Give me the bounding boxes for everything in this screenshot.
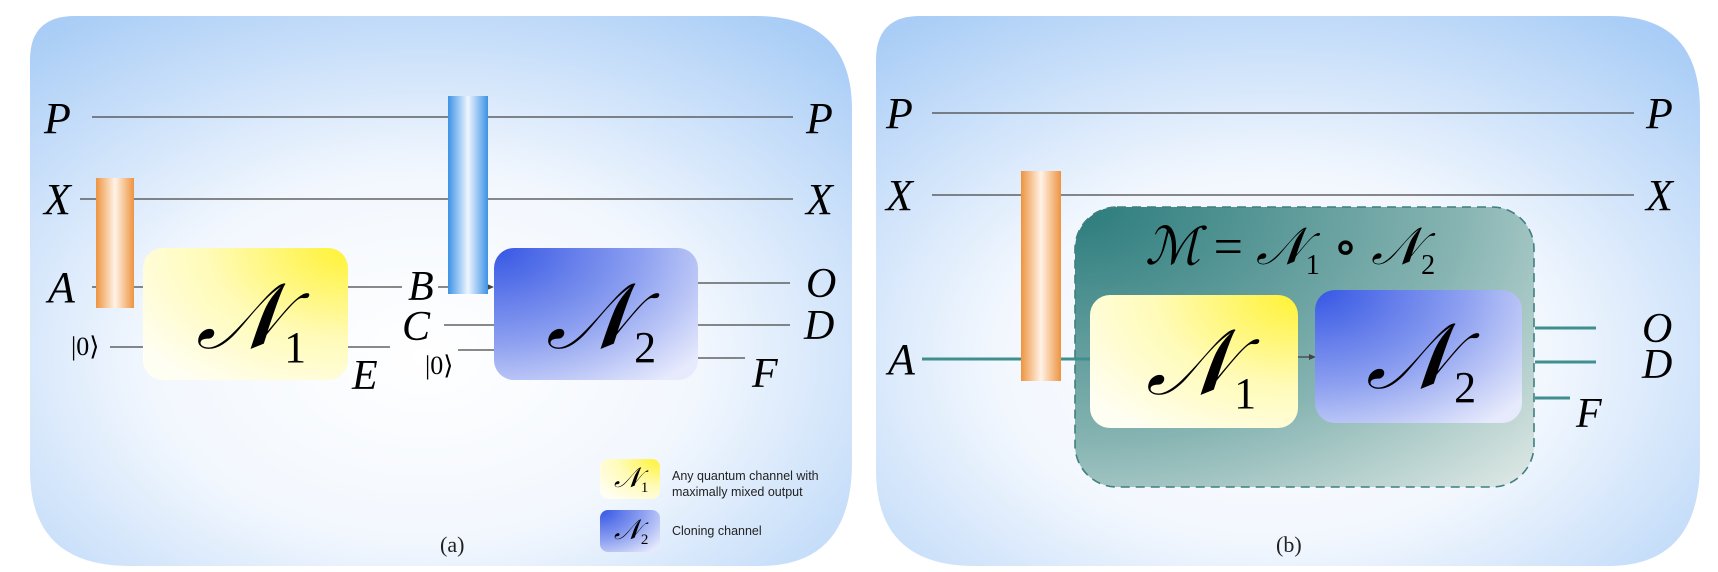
channel-n1-subscript: 1: [284, 323, 306, 372]
arrowhead-n1-n2: [1309, 354, 1316, 360]
panel-a: 𝒩1 𝒩2 P X A |0⟩ B C |0⟩ E P X O D F 𝒩1 A…: [30, 16, 852, 566]
label-d: D: [803, 303, 834, 349]
legend-n1-line2: maximally mixed output: [672, 485, 803, 499]
orange-gate: [1021, 171, 1061, 381]
blue-gate: [448, 96, 488, 294]
label-x-right: X: [1644, 171, 1675, 220]
legend: 𝒩1 Any quantum channel with maximally mi…: [600, 459, 819, 552]
label-a-left: A: [45, 263, 76, 312]
label-b: B: [408, 264, 434, 310]
legend-n2-line1: Cloning channel: [672, 524, 762, 538]
legend-n1-swatch: [600, 459, 660, 499]
composition-eq: =: [1201, 219, 1256, 276]
label-x-right: X: [804, 175, 835, 224]
label-o: O: [806, 261, 836, 307]
label-f: F: [1575, 391, 1602, 437]
channel-n1-box: [143, 248, 348, 380]
panel-a-background: [30, 16, 852, 566]
label-e: E: [351, 353, 378, 399]
channel-n2-box: [1315, 290, 1522, 423]
label-ket2: |0⟩: [425, 351, 453, 380]
label-d: D: [1641, 342, 1672, 388]
composition-n2-sub: 2: [1421, 250, 1435, 281]
panel-b: ℳ = 𝒩1 ∘ 𝒩2 𝒩1 𝒩2 P X A P X O D F (b): [876, 16, 1700, 566]
label-c: C: [402, 304, 431, 350]
composition-m: ℳ: [1145, 219, 1207, 276]
caption-b: (b): [1276, 532, 1302, 557]
legend-n2-swatch: [600, 510, 660, 552]
label-p-right: P: [805, 94, 833, 143]
label-p-right: P: [1645, 89, 1673, 138]
channel-n2-subscript: 2: [634, 323, 656, 372]
legend-n1-line1: Any quantum channel with: [672, 469, 819, 483]
composition-n1-sub: 1: [1306, 250, 1320, 281]
label-p-left: P: [43, 94, 71, 143]
label-o: O: [1642, 306, 1672, 352]
label-x-left: X: [884, 171, 915, 220]
caption-a: (a): [440, 532, 464, 557]
label-ket1: |0⟩: [71, 332, 99, 361]
label-x-left: X: [42, 175, 73, 224]
legend-n1-subscript: 1: [641, 480, 649, 496]
composition-circ: ∘: [1320, 219, 1372, 276]
label-a-left: A: [885, 335, 916, 384]
legend-n2-subscript: 2: [641, 532, 649, 548]
label-p-left: P: [885, 89, 913, 138]
orange-gate: [96, 178, 134, 308]
label-f: F: [751, 351, 778, 397]
channel-n1-box: [1090, 295, 1298, 428]
channel-n2-box: [494, 248, 698, 380]
channel-n1-subscript: 1: [1234, 369, 1256, 418]
composition-formula: ℳ = 𝒩1 ∘ 𝒩2: [1145, 219, 1436, 281]
channel-n2-subscript: 2: [1454, 363, 1476, 412]
